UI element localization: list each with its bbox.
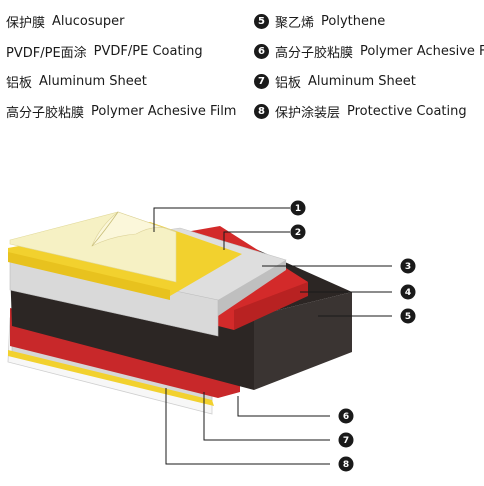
legend-left-2: PVDF/PE面涂 PVDF/PE Coating <box>6 41 203 61</box>
callout-badge-5: 5 <box>400 308 416 324</box>
callout-line-1 <box>153 207 290 232</box>
legend-left-4-cn: 高分子胶粘膜 <box>6 105 85 121</box>
legend-right-5-en: Polythene <box>321 13 386 29</box>
callout-line-7 <box>203 392 330 441</box>
layer-protective-film <box>9 211 177 283</box>
legend-right-5-cn: 聚乙烯 <box>275 15 315 31</box>
legend-badge-6: 6 <box>254 43 269 59</box>
callout-badge-6: 6 <box>338 408 354 424</box>
callout-number-5: 5 <box>405 312 411 322</box>
legend-right-7-en: Aluminum Sheet <box>308 73 416 89</box>
legend-badge-5: 5 <box>254 13 269 29</box>
callout-line-6 <box>237 396 330 417</box>
legend-badge-7: 7 <box>254 73 269 89</box>
callout-number-7: 7 <box>343 436 349 446</box>
legend-left-4: 高分子胶粘膜 Polymer Achesive Film <box>6 101 236 121</box>
callout-number-4: 4 <box>405 288 411 298</box>
callout-badge-7: 7 <box>338 432 354 448</box>
legend-right-8: 8 保护涂装层 Protective Coating <box>254 101 467 121</box>
legend-left-4-en: Polymer Achesive Film <box>91 103 237 119</box>
legend-right-8-cn: 保护涂装层 <box>275 105 341 121</box>
legend-left-1: 保护膜 Alucosuper <box>6 11 124 31</box>
legend-right-6-en: Polymer Achesive Film <box>360 43 484 59</box>
callout-number-6: 6 <box>343 412 349 422</box>
callout-badge-3: 3 <box>400 258 416 274</box>
legend-right-7-cn: 铝板 <box>275 75 302 91</box>
legend-left-3: 铝板 Aluminum Sheet <box>6 71 147 91</box>
callout-number-2: 2 <box>295 228 301 238</box>
legend-left-1-cn: 保护膜 <box>6 15 46 31</box>
callout-line-2 <box>223 231 290 250</box>
legend-left-3-cn: 铝板 <box>6 75 33 91</box>
legend-left-1-en: Alucosuper <box>52 13 125 29</box>
callout-line-8 <box>165 388 330 465</box>
legend-left-3-en: Aluminum Sheet <box>39 73 147 89</box>
callout-lines <box>153 207 392 465</box>
legend-badge-8: 8 <box>254 103 269 119</box>
callout-number-1: 1 <box>295 204 301 214</box>
legend-right-7: 7 铝板 Aluminum Sheet <box>254 71 416 91</box>
layer-yellow-edge-bottom <box>8 350 214 406</box>
legend-right-5: 5 聚乙烯 Polythene <box>254 11 385 31</box>
legend-left-2-en: PVDF/PE Coating <box>93 43 203 59</box>
callout-badge-8: 8 <box>338 456 354 472</box>
callout-badge-4: 4 <box>400 284 416 300</box>
callout-number-3: 3 <box>405 262 411 272</box>
legend-right-6-cn: 高分子胶粘膜 <box>275 45 354 61</box>
legend-left-2-cn: PVDF/PE面涂 <box>6 45 87 61</box>
legend-right-8-en: Protective Coating <box>347 103 467 119</box>
callout-badge-2: 2 <box>290 224 306 240</box>
legend-right-6: 6 高分子胶粘膜 Polymer Achesive Film <box>254 41 484 61</box>
callout-badge-1: 1 <box>290 200 306 216</box>
callout-number-8: 8 <box>343 460 349 470</box>
